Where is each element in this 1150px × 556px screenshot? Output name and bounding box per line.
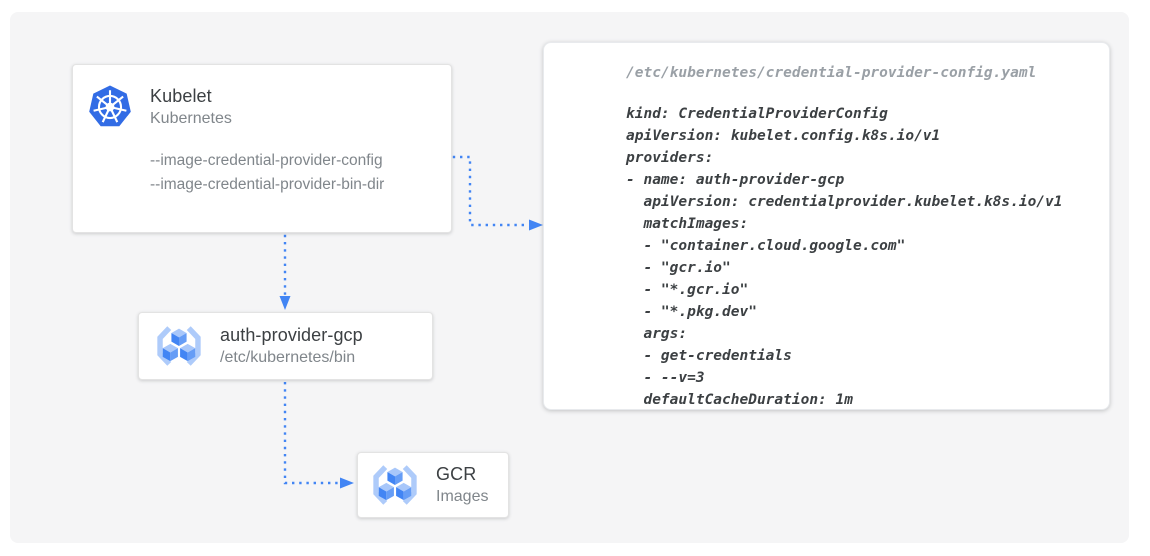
yaml-code-line: matchImages: bbox=[626, 216, 749, 232]
yaml-code-block: kind: CredentialProviderConfig apiVersio… bbox=[626, 103, 1093, 411]
yaml-code-line: defaultCacheDuration: 1m bbox=[626, 392, 853, 408]
gcr-subtitle: Images bbox=[436, 487, 489, 505]
kubelet-subtitle: Kubernetes bbox=[150, 110, 232, 127]
kubelet-flag-config: --image-credential-provider-config bbox=[150, 152, 383, 169]
yaml-code-line: apiVersion: kubelet.config.k8s.io/v1 bbox=[626, 128, 941, 144]
auth-provider-path: /etc/kubernetes/bin bbox=[220, 348, 356, 366]
yaml-code-line: apiVersion: credentialprovider.kubelet.k… bbox=[626, 194, 1063, 210]
gcr-title: GCR bbox=[436, 463, 477, 484]
kubelet-node: Kubelet Kubernetes --image-credential-pr… bbox=[72, 64, 452, 233]
kubernetes-icon bbox=[87, 84, 133, 130]
yaml-code-line: - "container.cloud.google.com" bbox=[626, 238, 906, 254]
yaml-code-line: - "*.gcr.io" bbox=[626, 282, 749, 298]
auth-provider-title: auth-provider-gcp bbox=[220, 324, 363, 345]
yaml-code-line: - "*.pkg.dev" bbox=[626, 304, 757, 320]
container-registry-icon bbox=[369, 463, 421, 507]
yaml-code-line: providers: bbox=[626, 150, 714, 166]
auth-provider-gcp-node: auth-provider-gcp /etc/kubernetes/bin bbox=[138, 312, 433, 380]
yaml-code-line: - "gcr.io" bbox=[626, 260, 731, 276]
gcr-node: GCR Images bbox=[357, 452, 509, 518]
yaml-code-line: - get-credentials bbox=[626, 348, 792, 364]
kubelet-flags: --image-credential-provider-config --ima… bbox=[150, 149, 384, 197]
container-registry-icon bbox=[153, 324, 205, 368]
yaml-code-line: kind: CredentialProviderConfig bbox=[626, 106, 888, 122]
kubelet-flag-bin-dir: --image-credential-provider-bin-dir bbox=[150, 176, 385, 193]
yaml-file-path: /etc/kubernetes/credential-provider-conf… bbox=[626, 65, 1037, 81]
yaml-code-line: - --v=3 bbox=[626, 370, 705, 386]
yaml-code-line: args: bbox=[626, 326, 688, 342]
yaml-config-panel: /etc/kubernetes/credential-provider-conf… bbox=[543, 42, 1110, 410]
kubelet-title: Kubelet bbox=[150, 86, 212, 106]
yaml-code-line: - name: auth-provider-gcp bbox=[626, 172, 845, 188]
